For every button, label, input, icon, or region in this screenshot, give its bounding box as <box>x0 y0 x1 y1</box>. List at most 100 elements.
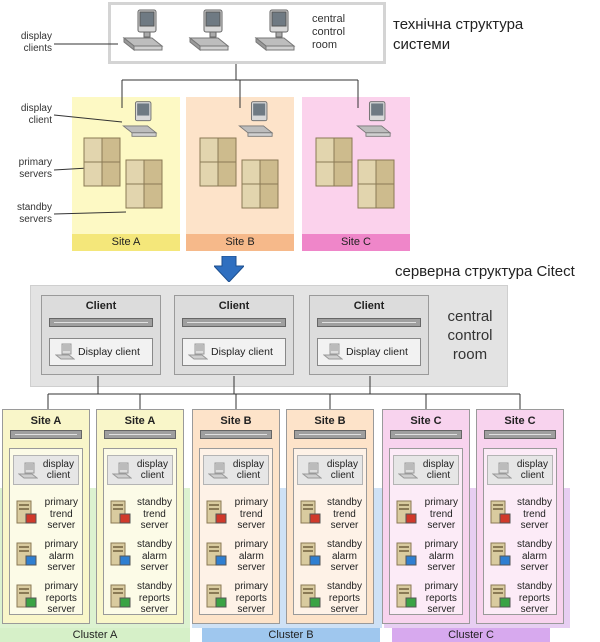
display-client: display client <box>297 455 363 485</box>
trend-server-icon <box>490 500 511 524</box>
site-column-bar <box>484 430 556 439</box>
reports-server-icon <box>110 584 131 608</box>
site-a-computer-icon <box>118 100 158 143</box>
server-item: primary trend server <box>203 495 270 535</box>
server-stack-icon <box>82 136 172 231</box>
alarm-server-icon <box>490 542 511 566</box>
reports-server-icon <box>396 584 417 608</box>
server-item: primary reports server <box>393 579 460 619</box>
heading-citect-structure: серверна структура Citect <box>395 263 575 280</box>
server-label: standby trend server <box>136 497 172 531</box>
cluster-a-label: Cluster A <box>0 628 190 642</box>
client-box: Client Display client <box>309 295 429 375</box>
site-column-bar <box>104 430 176 439</box>
server-label: standby reports server <box>326 581 362 615</box>
reports-server-icon <box>206 584 227 608</box>
site-column: Site C display client primary trend server… <box>382 409 470 624</box>
reports-server-icon <box>490 584 511 608</box>
display-client: display client <box>203 455 269 485</box>
display-client: Display client <box>182 338 286 366</box>
site-column-title: Site A <box>124 415 156 427</box>
computer-icon <box>184 8 230 57</box>
alarm-server-icon <box>206 542 227 566</box>
computer-icon <box>398 462 418 479</box>
server-item: standby reports server <box>487 579 554 619</box>
display-client: display client <box>393 455 459 485</box>
trend-server-icon <box>396 500 417 524</box>
display-client-label: display client <box>42 459 74 481</box>
site-b-label: Site B <box>186 234 294 251</box>
down-arrow-icon <box>212 255 246 287</box>
alarm-server-icon <box>110 542 131 566</box>
site-column: Site B display client standby trend server… <box>286 409 374 624</box>
client-bar <box>317 318 421 327</box>
display-client: Display client <box>317 338 421 366</box>
computer-icon <box>492 462 512 479</box>
client-bar <box>49 318 153 327</box>
site-column-title: Site C <box>504 415 536 427</box>
display-client-label: display client <box>232 459 264 481</box>
server-item: primary trend server <box>13 495 80 535</box>
server-item: primary alarm server <box>203 537 270 577</box>
display-client-label: display client <box>422 459 454 481</box>
site-column-title: Site A <box>30 415 62 427</box>
site-c-label: Site C <box>302 234 410 251</box>
computer-icon <box>18 462 38 479</box>
trend-server-icon <box>16 500 37 524</box>
trend-server-icon <box>300 500 321 524</box>
server-item: primary alarm server <box>393 537 460 577</box>
display-client-label: display client <box>326 459 358 481</box>
server-item: standby trend server <box>297 495 364 535</box>
display-client: display client <box>13 455 79 485</box>
server-label: standby reports server <box>136 581 172 615</box>
server-label: standby alarm server <box>516 539 552 573</box>
primary-servers-label: primary servers <box>18 157 52 180</box>
computer-icon <box>323 343 343 360</box>
server-label: standby trend server <box>326 497 362 531</box>
server-item: standby alarm server <box>107 537 174 577</box>
site-column-title: Site B <box>220 415 252 427</box>
client-bar <box>182 318 286 327</box>
site-column-bar <box>390 430 462 439</box>
site-column: Site A display client primary trend server… <box>2 409 90 624</box>
server-item: standby trend server <box>107 495 174 535</box>
trend-server-icon <box>110 500 131 524</box>
top-connections <box>53 43 359 215</box>
display-client-label: display client <box>516 459 548 481</box>
server-item: standby reports server <box>297 579 364 619</box>
client-box: Client Display client <box>41 295 161 375</box>
server-item: standby alarm server <box>487 537 554 577</box>
cluster-b-label: Cluster B <box>202 628 380 642</box>
client-title: Client <box>218 300 250 312</box>
display-client-label: Display client <box>346 346 408 358</box>
display-client-label: display client <box>20 103 52 126</box>
server-label: standby trend server <box>516 497 552 531</box>
server-stack-icon <box>314 136 404 231</box>
server-item: standby reports server <box>107 579 174 619</box>
server-label: primary trend server <box>44 497 78 531</box>
client-title: Client <box>85 300 117 312</box>
standby-servers-label: standby servers <box>16 202 52 225</box>
site-column-inner: display client standby trend server standb… <box>293 448 367 615</box>
server-item: standby alarm server <box>297 537 364 577</box>
server-label: standby alarm server <box>326 539 362 573</box>
site-column-title: Site C <box>410 415 442 427</box>
reports-server-icon <box>300 584 321 608</box>
computer-icon <box>250 8 296 57</box>
display-client-label: display client <box>136 459 168 481</box>
mid-room-label: central control room <box>447 308 493 363</box>
server-label: primary alarm server <box>44 539 78 573</box>
heading-technical-structure: технічна структура системи <box>393 16 524 53</box>
server-label: primary trend server <box>234 497 268 531</box>
trend-server-icon <box>206 500 227 524</box>
reports-server-icon <box>16 584 37 608</box>
server-label: primary reports server <box>44 581 78 615</box>
site-column-title: Site B <box>314 415 346 427</box>
server-item: primary alarm server <box>13 537 80 577</box>
display-client: display client <box>487 455 553 485</box>
server-item: primary trend server <box>393 495 460 535</box>
display-client-label: Display client <box>78 346 140 358</box>
site-a-label: Site A <box>72 234 180 251</box>
client-box: Client Display client <box>174 295 294 375</box>
